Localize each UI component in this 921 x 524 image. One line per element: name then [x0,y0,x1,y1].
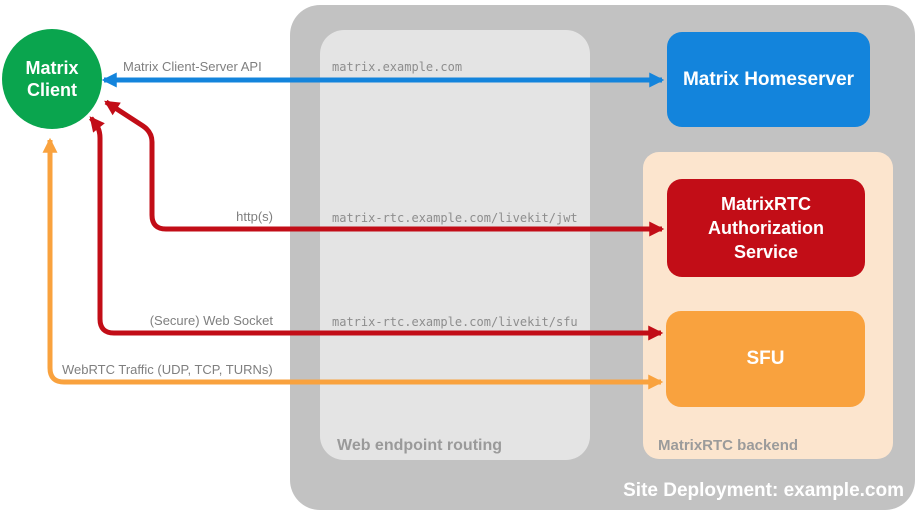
route-livekit-sfu: matrix-rtc.example.com/livekit/sfu [332,315,578,329]
route-matrix-example-com: matrix.example.com [332,60,463,74]
client-server-api-label: Matrix Client-Server API [123,59,262,74]
matrix-homeserver-node: Matrix Homeserver [667,32,870,127]
http-label: http(s) [236,209,273,224]
sfu-label: SFU [746,348,785,369]
auth-service-label: MatrixRTC Authorization Service [708,194,824,262]
webrtc-traffic-label: WebRTC Traffic (UDP, TCP, TURNs) [62,362,273,377]
sfu-node: SFU [666,311,865,407]
web-endpoint-routing-label: Web endpoint routing [337,437,503,454]
route-livekit-jwt: matrix-rtc.example.com/livekit/jwt [332,211,578,225]
matrix-client-label: Matrix Client [25,58,79,100]
site-deployment-label: Site Deployment: example.com [623,480,904,501]
web-endpoint-routing-box [320,30,590,460]
websocket-label: (Secure) Web Socket [149,313,273,328]
matrix-client-node: Matrix Client [2,29,102,129]
matrix-homeserver-label: Matrix Homeserver [682,68,855,90]
matrixrtc-backend-label: MatrixRTC backend [658,437,799,454]
matrixrtc-authorization-service-node: MatrixRTC Authorization Service [667,179,865,277]
